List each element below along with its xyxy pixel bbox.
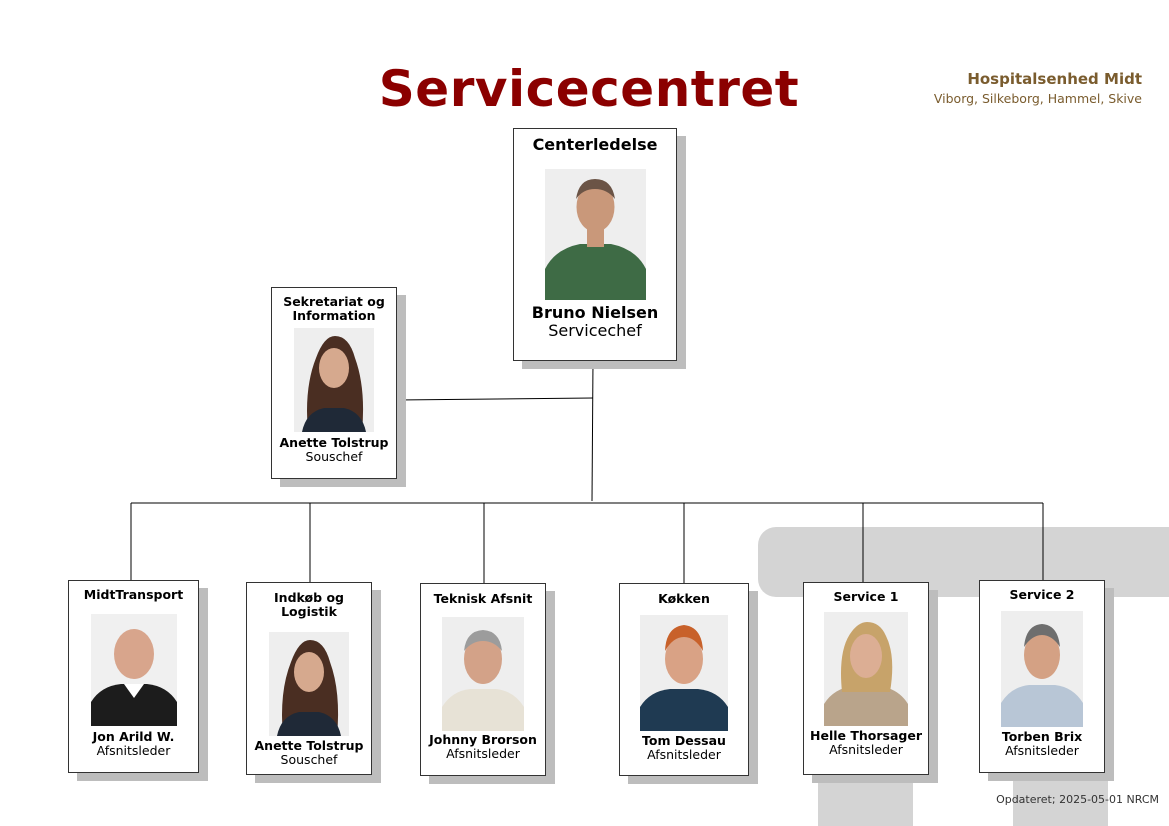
- organization-locations: Viborg, Silkeborg, Hammel, Skive: [933, 91, 1142, 106]
- box-heading: MidtTransport: [83, 587, 184, 602]
- update-note: Opdateret; 2025-05-01 NRCM: [996, 793, 1159, 806]
- box-service2: Service 2 Torben Brix Afsnitsleder: [979, 580, 1105, 773]
- box-heading: Service 1: [833, 589, 899, 604]
- man-red-hair-photo-icon: [640, 615, 728, 731]
- man-bald-smiling-photo-icon: [90, 614, 177, 726]
- connector-main-vertical: [591, 359, 594, 502]
- person-role: Afsnitsleder: [96, 743, 171, 758]
- organization-header: Hospitalsenhed Midt Viborg, Silkeborg, H…: [934, 70, 1142, 106]
- person-name: Jon Arild W.: [92, 729, 175, 744]
- person-name: Bruno Nielsen: [531, 303, 659, 322]
- box-service1: Service 1 Helle Thorsager Afsnitsleder: [803, 582, 929, 775]
- person-name: Johnny Brorson: [429, 732, 537, 747]
- page-title: Servicecentret: [378, 60, 800, 118]
- box-heading: Sekretariat og Information: [283, 294, 385, 323]
- person-role: Souschef: [280, 752, 338, 767]
- person-role: Afsnitsleder: [446, 746, 520, 761]
- box-heading: Teknisk Afsnit: [433, 591, 533, 606]
- person-name: Helle Thorsager: [810, 728, 922, 743]
- box-indkob: Indkøb og Logistik Anette Tolstrup Sousc…: [246, 582, 372, 775]
- connector-sekretariat: [396, 397, 594, 401]
- woman-long-hair-photo-icon: [269, 632, 349, 736]
- box-teknisk: Teknisk Afsnit Johnny Brorson Afsnitsled…: [420, 583, 546, 776]
- man-grey-hair-photo-icon: [442, 617, 524, 731]
- background-decoration-leg-right: [1013, 770, 1108, 826]
- box-sekretariat: Sekretariat og Information Anette Tolstr…: [271, 287, 397, 479]
- box-midttransport: MidtTransport Jon Arild W. Afsnitsleder: [68, 580, 199, 773]
- background-decoration-leg-left: [818, 770, 913, 826]
- box-heading: Indkøb og Logistik: [274, 590, 344, 619]
- man-light-shirt-photo-icon: [1001, 611, 1083, 727]
- box-heading: Køkken: [658, 591, 710, 606]
- man-green-shirt-photo-icon: [544, 169, 646, 300]
- person-name: Torben Brix: [1001, 729, 1083, 744]
- person-role: Afsnitsleder: [1005, 743, 1079, 758]
- person-role: Afsnitsleder: [829, 742, 903, 757]
- box-heading: Centerledelse: [532, 135, 658, 154]
- person-role: Souschef: [305, 449, 363, 464]
- person-name: Anette Tolstrup: [254, 738, 364, 753]
- box-heading: Service 2: [1009, 587, 1075, 602]
- woman-long-hair-photo-icon: [294, 328, 374, 432]
- person-role: Servicechef: [548, 321, 642, 340]
- box-kokken: Køkken Tom Dessau Afsnitsleder: [619, 583, 749, 776]
- woman-blonde-photo-icon: [824, 612, 908, 726]
- person-name: Anette Tolstrup: [279, 435, 389, 450]
- person-role: Afsnitsleder: [647, 747, 721, 762]
- person-name: Tom Dessau: [642, 733, 726, 748]
- organization-name: Hospitalsenhed Midt: [967, 70, 1142, 88]
- box-centerledelse: Centerledelse Bruno Nielsen Servicechef: [513, 128, 677, 361]
